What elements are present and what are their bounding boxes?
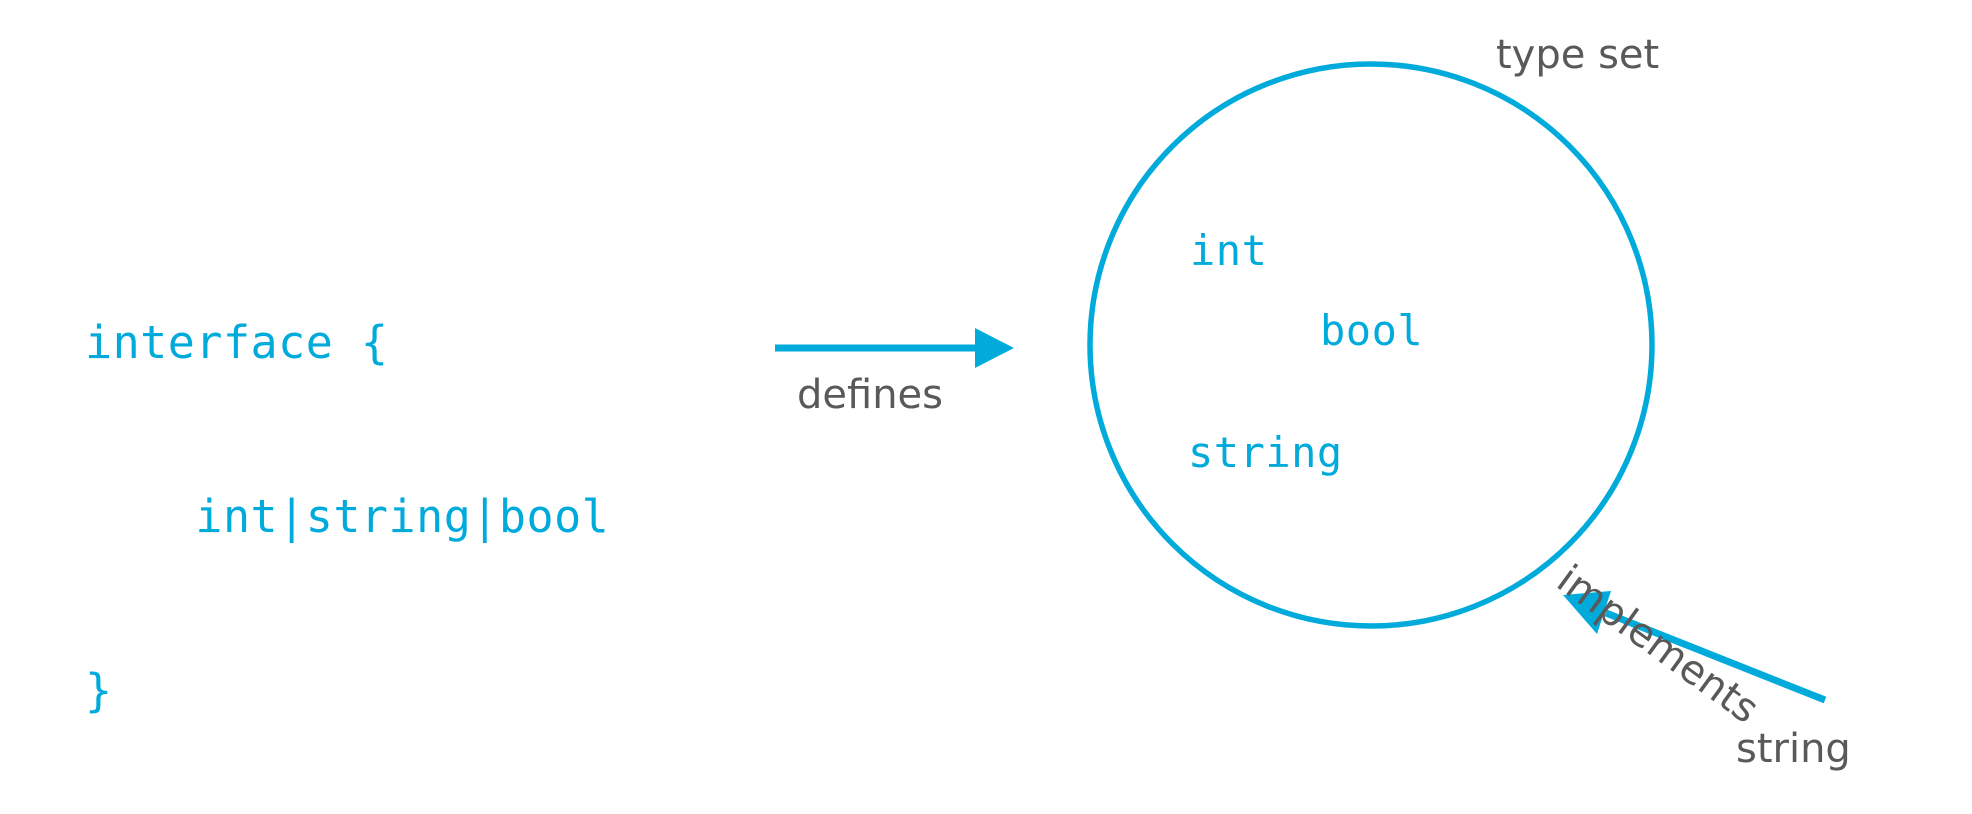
implements-arrow-head (1563, 591, 1611, 634)
type-set-circle (1087, 61, 1655, 629)
code-line-3: } (85, 664, 113, 717)
code-line-1: interface { (85, 316, 389, 369)
type-set-caption: type set (1496, 32, 1660, 78)
type-set-member-bool: bool (1320, 306, 1424, 355)
defines-arrow-head (975, 328, 1014, 368)
defines-edge-label: defines (797, 372, 943, 418)
type-set-member-int: int (1190, 226, 1268, 275)
implements-arrow-shaft (1604, 609, 1827, 704)
code-line-2: int|string|bool (85, 490, 610, 543)
implementing-type-label: string (1736, 726, 1851, 772)
type-set-member-string: string (1188, 428, 1343, 477)
interface-code-block: interface { int|string|bool } (85, 198, 609, 814)
